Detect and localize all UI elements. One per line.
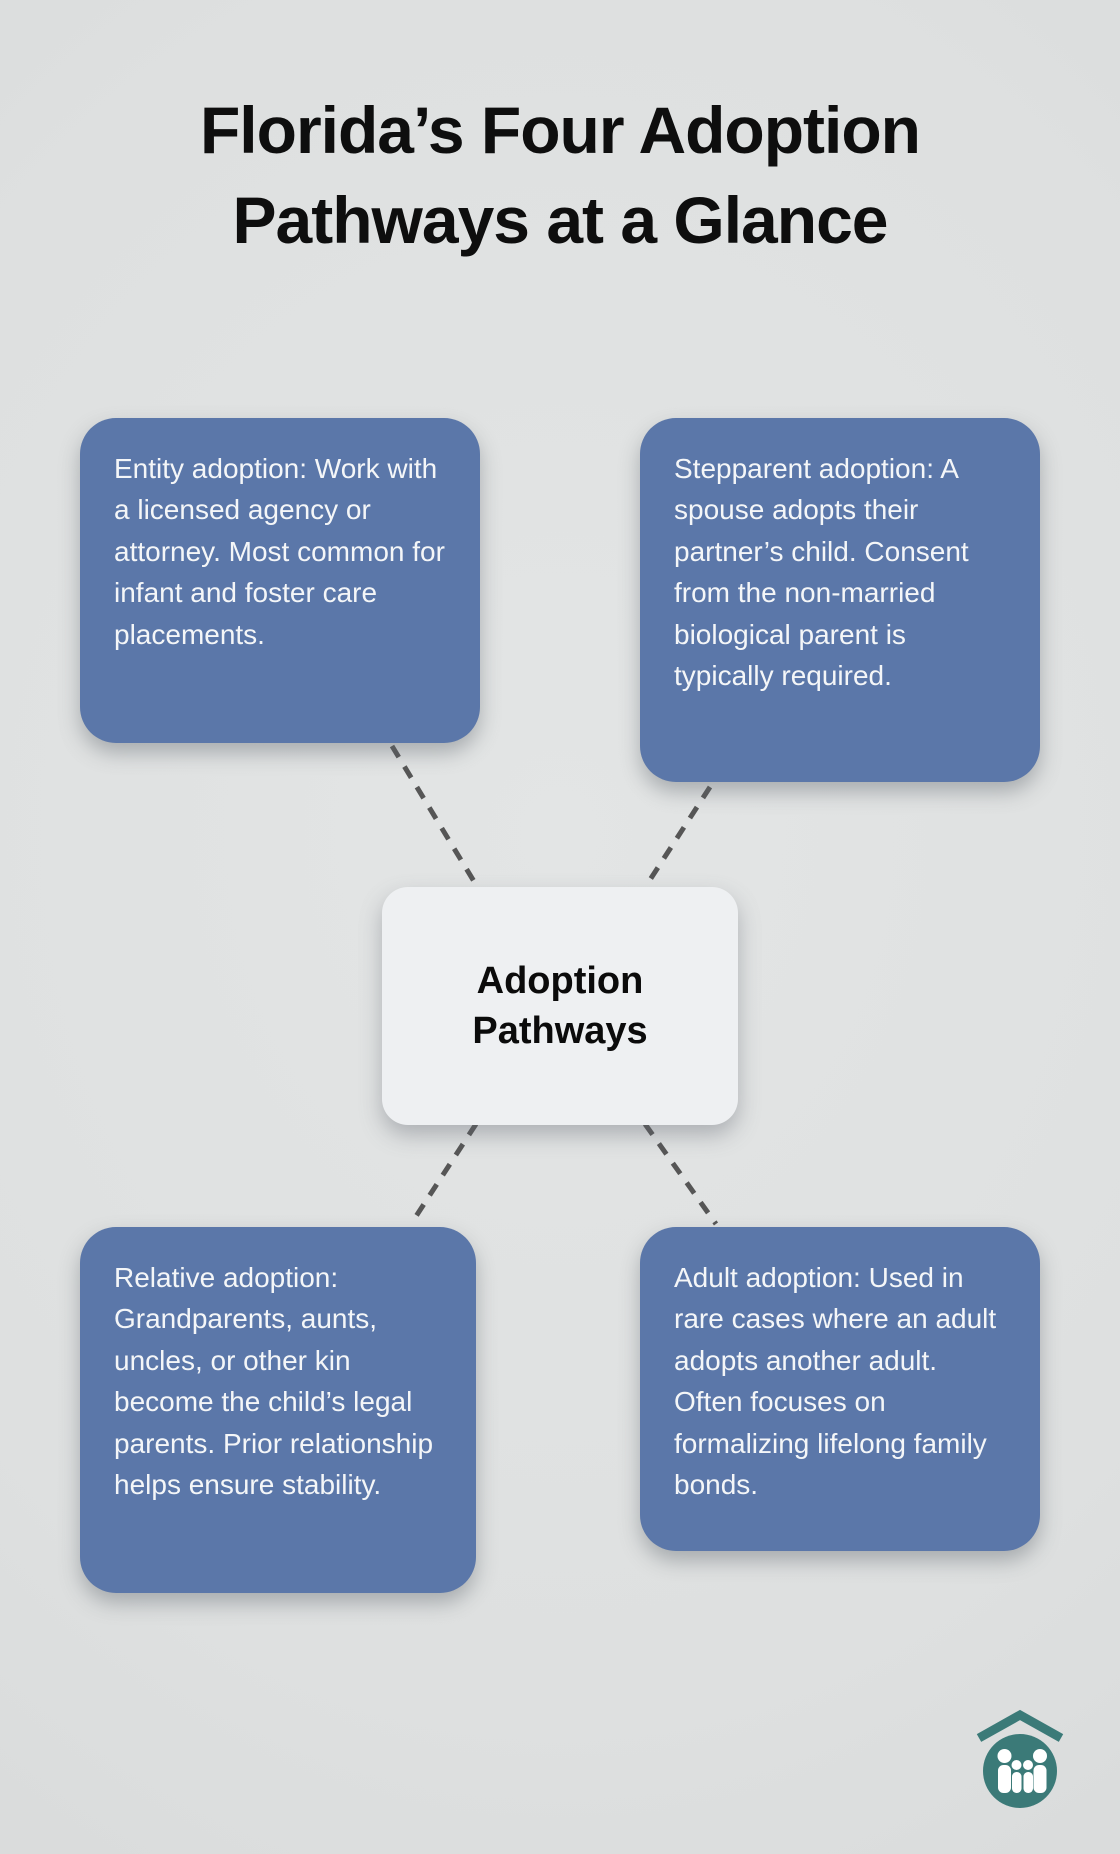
family-under-roof-icon <box>974 1705 1066 1809</box>
connector-bottom-left <box>408 1122 479 1226</box>
node-relative-adoption: Relative adoption: Grandparents, aunts, … <box>80 1227 476 1593</box>
node-stepparent-adoption: Stepparent adoption: A spouse adopts the… <box>640 418 1040 782</box>
node-adult-adoption: Adult adoption: Used in rare cases where… <box>640 1227 1040 1551</box>
connector-bottom-right <box>642 1122 719 1226</box>
node-entity-adoption-text: Entity adoption: Work with a licensed ag… <box>114 453 445 650</box>
connector-top-left <box>389 744 481 890</box>
node-stepparent-adoption-text: Stepparent adoption: A spouse adopts the… <box>674 453 969 692</box>
node-adult-adoption-text: Adult adoption: Used in rare cases where… <box>674 1262 997 1501</box>
node-relative-adoption-text: Relative adoption: Grandparents, aunts, … <box>114 1262 434 1501</box>
center-node-label: Adoption Pathways <box>472 959 648 1052</box>
page-title: Florida’s Four Adoption Pathways at a Gl… <box>199 93 921 257</box>
center-node-adoption-pathways: Adoption Pathways <box>382 887 738 1125</box>
connector-top-right <box>643 785 713 888</box>
node-entity-adoption: Entity adoption: Work with a licensed ag… <box>80 418 480 743</box>
